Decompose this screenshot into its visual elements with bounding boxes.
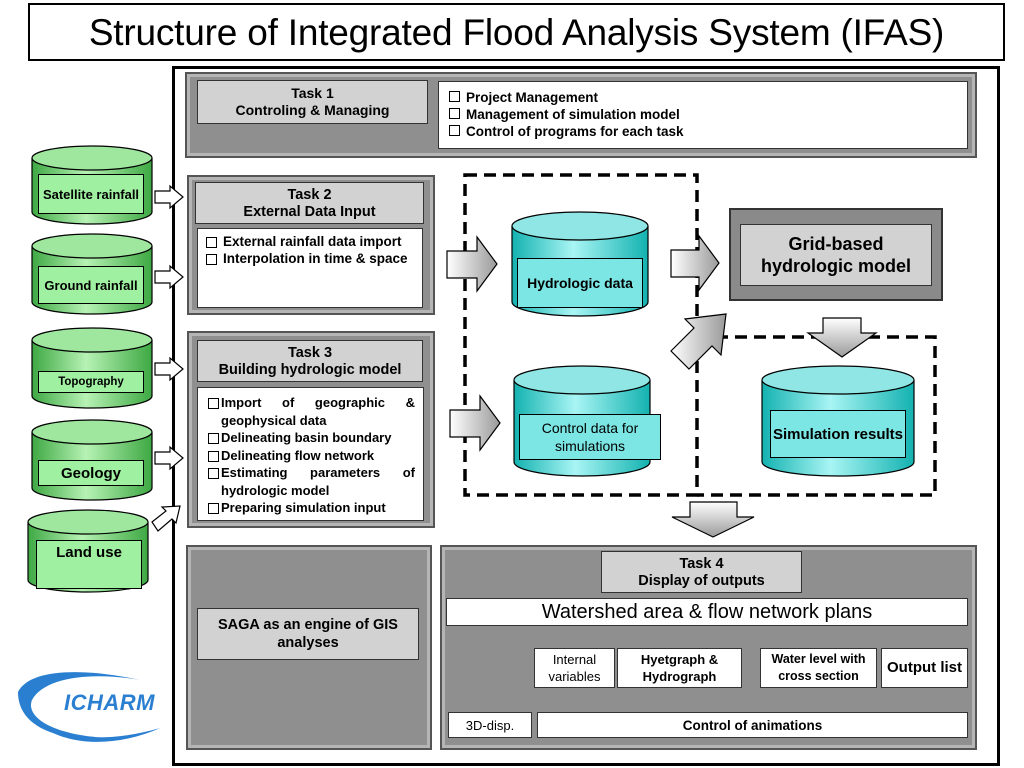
task4-title-line1: Task 4 bbox=[679, 556, 724, 572]
task3-title-line2: Building hydrologic model bbox=[218, 362, 402, 378]
task1-title: Task 1 Controling & Managing bbox=[197, 80, 428, 124]
control-of-animations: Control of animations bbox=[537, 712, 968, 738]
input-geology: Geology bbox=[38, 460, 144, 486]
task1-item: Management of simulation model bbox=[449, 106, 957, 123]
task1-title-line2: Controling & Managing bbox=[235, 102, 390, 118]
3d-display: 3D-disp. bbox=[448, 712, 532, 738]
page-title: Structure of Integrated Flood Analysis S… bbox=[28, 3, 1005, 61]
input-topography: Topography bbox=[38, 371, 144, 393]
task3-list: Import of geographic & geophysical data … bbox=[197, 387, 424, 521]
task2-item: External rainfall data import bbox=[206, 233, 414, 250]
grid-model-label: Grid-based hydrologic model bbox=[740, 224, 932, 286]
task2-title: Task 2 External Data Input bbox=[195, 182, 424, 224]
watershed-plans: Watershed area & flow network plans bbox=[446, 598, 968, 626]
input-ground-rainfall: Ground rainfall bbox=[38, 266, 144, 304]
task1-list: Project Management Management of simulat… bbox=[438, 81, 968, 149]
task2-item: Interpolation in time & space bbox=[206, 250, 414, 267]
simulation-results-label: Simulation results bbox=[770, 410, 906, 458]
internal-variables: Internal variables bbox=[534, 648, 615, 688]
control-data-label: Control data for simulations bbox=[519, 414, 661, 460]
input-land-use: Land use bbox=[36, 540, 142, 589]
task3-title-line1: Task 3 bbox=[287, 345, 333, 361]
task1-item: Project Management bbox=[449, 89, 957, 106]
task3-title: Task 3 Building hydrologic model bbox=[197, 340, 423, 382]
task1-item: Control of programs for each task bbox=[449, 123, 957, 140]
cylinder-topography bbox=[31, 327, 153, 409]
task2-title-line2: External Data Input bbox=[243, 204, 376, 220]
task3-item: Estimating parameters of hydrologic mode… bbox=[208, 464, 415, 499]
input-satellite-rainfall: Satellite rainfall bbox=[38, 174, 144, 214]
water-level-cross-section: Water level with cross section bbox=[760, 648, 877, 688]
task3-item: Delineating flow network bbox=[208, 447, 415, 465]
hyetograph-hydrograph: Hyetgraph & Hydrograph bbox=[617, 648, 742, 688]
saga-label: SAGA as an engine of GIS analyses bbox=[197, 608, 419, 660]
task4-title-line2: Display of outputs bbox=[638, 573, 765, 589]
task2-list: External rainfall data import Interpolat… bbox=[197, 228, 423, 308]
task4-title: Task 4 Display of outputs bbox=[601, 551, 802, 593]
task3-item: Preparing simulation input bbox=[208, 499, 415, 517]
logo-swoosh bbox=[18, 672, 160, 742]
icharm-logo: ICHARM bbox=[64, 690, 155, 715]
task3-item: Import of geographic & geophysical data bbox=[208, 394, 415, 429]
task2-title-line1: Task 2 bbox=[287, 187, 332, 203]
task1-title-line1: Task 1 bbox=[291, 85, 334, 101]
output-list: Output list bbox=[881, 648, 968, 688]
task3-item: Delineating basin boundary bbox=[208, 429, 415, 447]
hydrologic-data-label: Hydrologic data bbox=[517, 258, 643, 308]
